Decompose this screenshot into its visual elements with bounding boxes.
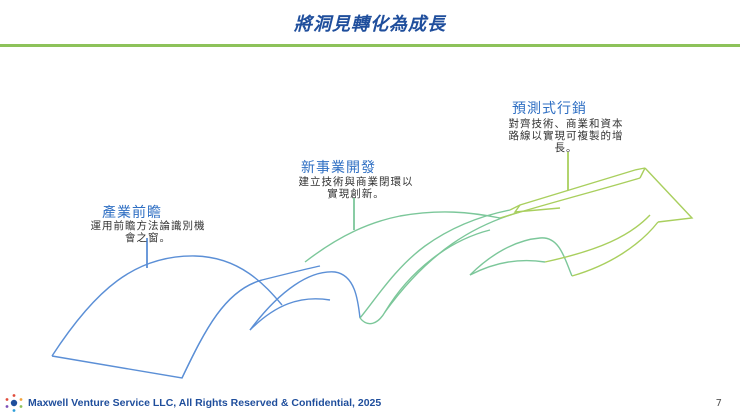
stage-1-desc-line: 會之窗。 xyxy=(125,232,171,244)
stage-2-desc-line: 實現創新。 xyxy=(327,188,385,200)
ribbon-stage-2 xyxy=(304,209,573,325)
ribbon-stage-3-arrow xyxy=(499,167,694,277)
stage-1-description: 運用前瞻方法論識別機 會之窗。 xyxy=(58,220,238,244)
page-number: 7 xyxy=(715,398,722,409)
stage-3-description: 對齊技術、商業和資本 路線以實現可複製的增 長。 xyxy=(476,118,656,154)
title-rule xyxy=(0,44,740,47)
stage-2-description: 建立技術與商業閉環以 實現創新。 xyxy=(266,176,446,200)
slide-title: 將洞見轉化為成長 xyxy=(294,14,446,35)
ribbon-stage-1 xyxy=(51,255,361,379)
stage-1-desc-line: 運用前瞻方法論識別機 xyxy=(90,220,206,232)
footer-copyright: Maxwell Venture Service LLC, All Rights … xyxy=(28,397,382,409)
stage-3-desc-line: 對齊技術、商業和資本 xyxy=(508,118,624,130)
stage-2-label: 新事業開發 xyxy=(301,160,376,176)
stage-3-desc-line: 路線以實現可複製的增 xyxy=(508,130,624,142)
stage-3-desc-line: 長。 xyxy=(554,142,578,154)
stage-2-desc-line: 建立技術與商業閉環以 xyxy=(298,176,414,188)
stage-1-label: 產業前瞻 xyxy=(102,205,162,221)
stage-3-label: 預測式行銷 xyxy=(512,101,587,117)
company-logo-icon xyxy=(5,394,23,412)
